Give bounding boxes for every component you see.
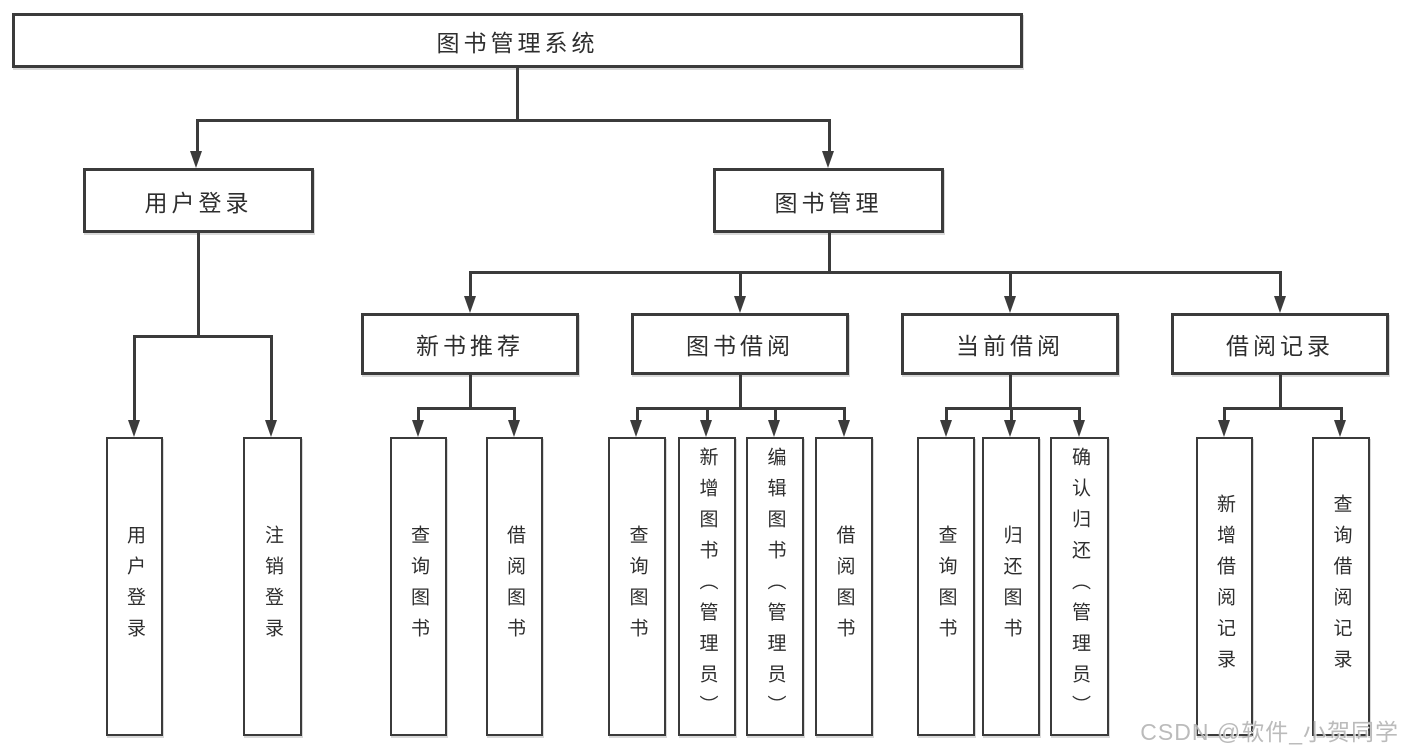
- leaf-bb-edit-books-admin: 编辑图书（管理员）: [746, 437, 804, 736]
- leaf-cb-confirm-return-admin: 确认归还（管理员）: [1050, 437, 1109, 736]
- connector-leaf-stub: [1340, 407, 1343, 421]
- arrow-down-icon: [1274, 296, 1286, 313]
- leaf-label: 查询图书: [408, 524, 429, 649]
- leaf-label: 查询图书: [626, 524, 648, 649]
- connector-to-book-management: [828, 119, 831, 154]
- leaf-label: 确认归还（管理员）: [1069, 447, 1090, 726]
- leaf-label: 查询图书: [935, 524, 957, 649]
- leaf-label: 归还图书: [1000, 524, 1022, 649]
- connector-level2-rail: [196, 119, 830, 122]
- connector-leaf-stub: [636, 407, 639, 421]
- leaf-label: 用户登录: [124, 524, 145, 649]
- connector-leaf-stub: [945, 407, 948, 421]
- arrow-down-icon: [190, 151, 202, 168]
- connector-leaf-stub: [1223, 407, 1226, 421]
- leaf-br-query-borrow-record: 查询借阅记录: [1312, 437, 1370, 736]
- connector-leaf-stub: [843, 407, 846, 421]
- node-label: 图书管理系统: [436, 29, 599, 56]
- arrow-down-icon: [464, 296, 476, 313]
- node-book-borrowing: 图书借阅: [631, 313, 849, 375]
- node-library-management-system: 图书管理系统: [12, 13, 1023, 68]
- leaf-label: 新增图书（管理员）: [696, 447, 718, 726]
- leaf-nb-query-books: 查询图书: [390, 437, 447, 736]
- arrow-down-icon: [265, 420, 277, 437]
- node-borrowing-records: 借阅记录: [1171, 313, 1389, 375]
- arrow-down-icon: [822, 151, 834, 168]
- leaf-bb-add-books-admin: 新增图书（管理员）: [678, 437, 736, 736]
- connector-leaf-stub: [1010, 407, 1013, 421]
- connector-borrow-records-stem: [1279, 375, 1282, 407]
- node-current-borrowing: 当前借阅: [901, 313, 1119, 375]
- leaf-bb-borrow-books: 借阅图书: [815, 437, 873, 736]
- node-label: 新书推荐: [416, 333, 524, 359]
- connector-new-book-stem: [469, 375, 472, 407]
- connector-leaf-stub: [1078, 407, 1081, 421]
- connector-leaf-stub: [706, 407, 709, 421]
- arrow-down-icon: [700, 420, 712, 437]
- arrow-down-icon: [838, 420, 850, 437]
- connector-current-borrow-rail: [945, 407, 1080, 410]
- node-label: 图书管理: [774, 189, 883, 216]
- csdn-watermark: CSDN @软件_小贺同学: [1140, 719, 1399, 745]
- node-new-book-recommendation: 新书推荐: [361, 313, 579, 375]
- arrow-down-icon: [630, 420, 642, 437]
- node-label: 图书借阅: [686, 333, 794, 359]
- arrow-down-icon: [768, 420, 780, 437]
- connector-book-management-stem: [828, 233, 831, 271]
- leaf-label: 借阅图书: [833, 524, 855, 649]
- node-book-management: 图书管理: [713, 168, 944, 233]
- connector-leaf-stub: [417, 407, 420, 421]
- leaf-cb-query-books: 查询图书: [917, 437, 975, 736]
- connector-book-borrow-rail: [636, 407, 844, 410]
- connector-leaf-stub: [774, 407, 777, 421]
- arrow-down-icon: [128, 420, 140, 437]
- connector-user-login-rail: [133, 335, 273, 338]
- connector-to-current-borrowing: [1009, 271, 1012, 296]
- arrow-down-icon: [508, 420, 520, 437]
- node-label: 用户登录: [144, 189, 253, 216]
- connector-to-user-login: [196, 119, 199, 154]
- arrow-down-icon: [1334, 420, 1346, 437]
- connector-current-borrow-stem: [1009, 375, 1012, 407]
- connector-to-new-book-recommendation: [469, 271, 472, 296]
- arrow-down-icon: [412, 420, 424, 437]
- node-label: 借阅记录: [1226, 333, 1334, 359]
- leaf-cb-return-books: 归还图书: [982, 437, 1040, 736]
- arrow-down-icon: [734, 296, 746, 313]
- arrow-down-icon: [1218, 420, 1230, 437]
- leaf-label: 借阅图书: [504, 524, 525, 649]
- connector-to-leaf-logout: [270, 335, 273, 420]
- node-user-login: 用户登录: [83, 168, 314, 233]
- leaf-label: 查询借阅记录: [1330, 493, 1352, 680]
- connector-to-leaf-user-login: [133, 335, 136, 420]
- leaf-nb-borrow-books: 借阅图书: [486, 437, 543, 736]
- leaf-label: 新增借阅记录: [1214, 493, 1235, 680]
- connector-to-borrowing-records: [1279, 271, 1282, 296]
- connector-book-borrow-stem: [739, 375, 742, 407]
- leaf-logout: 注销登录: [243, 437, 302, 736]
- arrow-down-icon: [1004, 420, 1016, 437]
- connector-level3-rail: [469, 271, 1281, 274]
- connector-root-stem: [516, 67, 519, 119]
- leaf-label: 编辑图书（管理员）: [764, 447, 786, 726]
- connector-to-book-borrowing: [739, 271, 742, 296]
- arrow-down-icon: [1004, 296, 1016, 313]
- leaf-label: 注销登录: [262, 524, 283, 649]
- arrow-down-icon: [940, 420, 952, 437]
- connector-leaf-stub: [513, 407, 516, 421]
- leaf-br-add-borrow-record: 新增借阅记录: [1196, 437, 1253, 736]
- connector-user-login-stem: [197, 233, 200, 335]
- connector-borrow-records-rail: [1223, 407, 1341, 410]
- arrow-down-icon: [1073, 420, 1085, 437]
- node-label: 当前借阅: [956, 333, 1064, 359]
- connector-new-book-rail: [417, 407, 516, 410]
- leaf-user-login: 用户登录: [106, 437, 163, 736]
- leaf-bb-query-books: 查询图书: [608, 437, 666, 736]
